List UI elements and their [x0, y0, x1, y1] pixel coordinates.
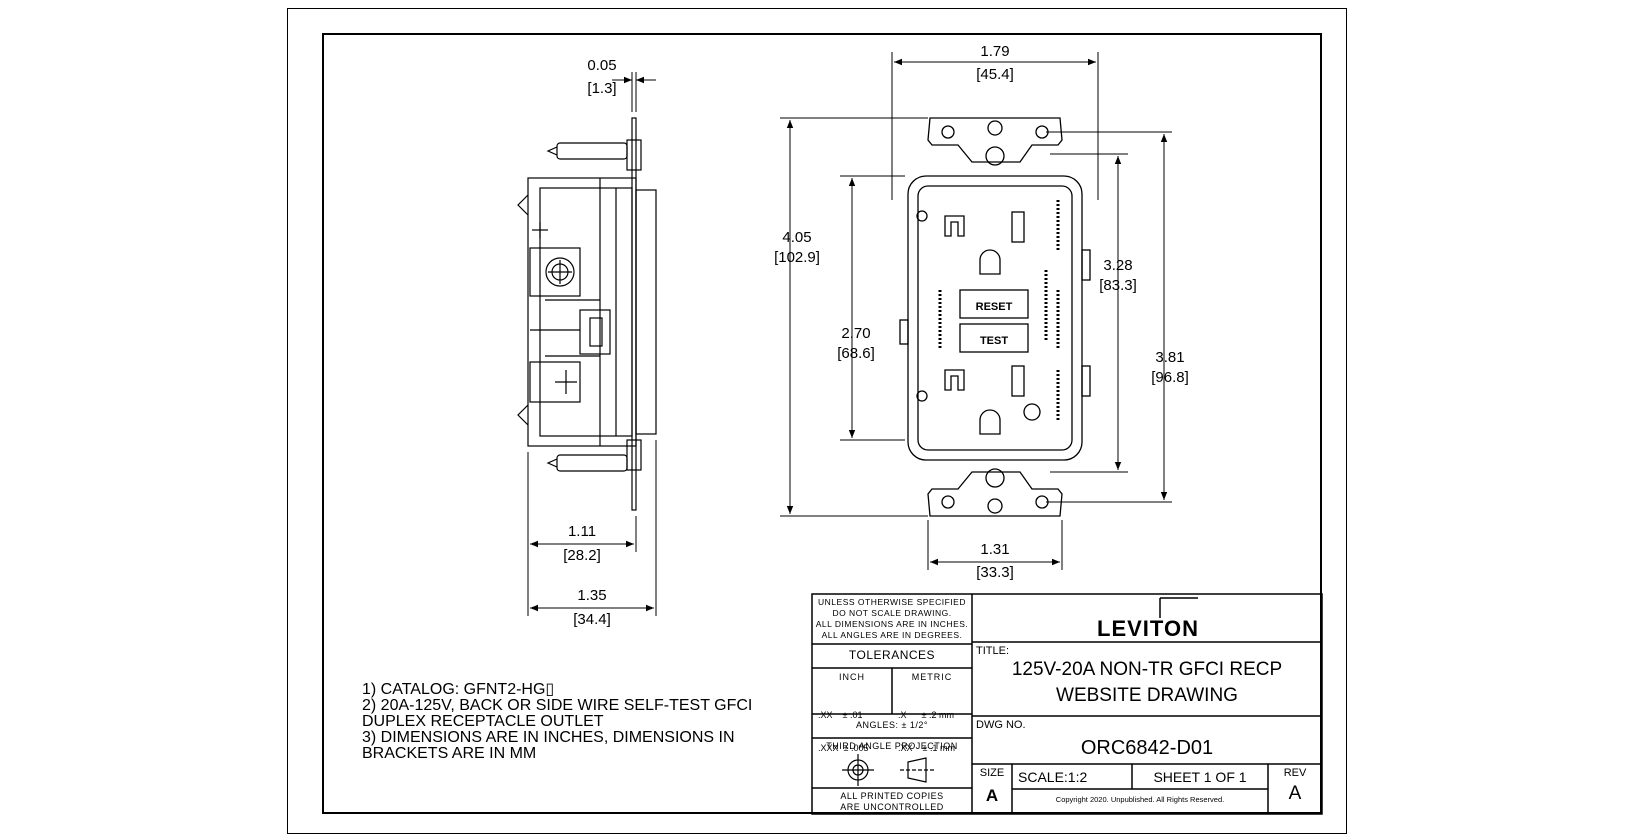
dim-1-35-mm: [34.4] [573, 611, 611, 628]
note-3-cont: BRACKETS ARE IN MM [362, 745, 537, 762]
third-angle-projection-icon [842, 754, 936, 786]
note-2: 2) 20A-125V, BACK OR SIDE WIRE SELF-TEST… [362, 697, 753, 714]
dim-4-05-mm: [102.9] [774, 249, 820, 266]
inch-tolerances: .XX ± .01 .XXX ± .005 [818, 688, 868, 765]
inch-heading: INCH [839, 672, 865, 682]
front-view [899, 117, 1091, 517]
dim-1-11-mm: [28.2] [563, 547, 601, 564]
disclaimer-block: UNLESS OTHERWISE SPECIFIED DO NOT SCALE … [812, 597, 972, 641]
dwg-number: ORC6842-D01 [1080, 737, 1214, 759]
rev-value: A [1288, 783, 1302, 804]
dim-1-79-mm: [45.4] [976, 66, 1014, 83]
title-line-1: 125V-20A NON-TR GFCI RECP [1011, 659, 1283, 680]
title-line-2: WEBSITE DRAWING [1056, 685, 1238, 706]
copyright-text: Copyright 2020. Unpublished. All Rights … [1055, 795, 1225, 804]
dim-2-70-in: 2.70 [841, 325, 870, 342]
disclaimer-line: ALL DIMENSIONS ARE IN INCHES. [815, 619, 969, 629]
dim-0-05-in: 0.05 [587, 57, 616, 74]
metric-tol-line: .X ± .2 mm [898, 710, 954, 720]
metric-tol-line: .XX ± .1 mm [898, 743, 955, 753]
note-2-cont: DUPLEX RECEPTACLE OUTLET [362, 713, 604, 730]
size-value: A [985, 786, 999, 805]
dim-3-81-in: 3.81 [1155, 349, 1184, 366]
title-label: TITLE: [976, 645, 1010, 657]
title-block-grid [811, 593, 1323, 815]
dim-0-05-mm: [1.3] [587, 80, 616, 97]
dim-3-28-in: 3.28 [1103, 257, 1132, 274]
front-view-button-labels: RESET TEST [976, 301, 1013, 347]
projection-label: THIRD ANGLE PROJECTION [826, 741, 958, 751]
note-1: 1) CATALOG: GFNT2-HG▯ [362, 681, 555, 698]
test-button-label: TEST [980, 335, 1008, 347]
dim-3-28-mm: [83.3] [1099, 277, 1137, 294]
disclaimer-line: UNLESS OTHERWISE SPECIFIED [818, 597, 966, 607]
sheet-field: SHEET 1 OF 1 [1153, 769, 1247, 785]
note-3: 3) DIMENSIONS ARE IN INCHES, DIMENSIONS … [362, 729, 735, 746]
reset-button-label: RESET [976, 301, 1013, 313]
angles-tolerance: ANGLES: ± 1/2° [855, 720, 929, 730]
dim-1-35-in: 1.35 [577, 587, 606, 604]
drawing-sheet [287, 8, 1347, 834]
side-view [517, 117, 657, 511]
dim-1-31-mm: [33.3] [976, 564, 1014, 581]
inch-tol-line: .XX ± .01 [818, 710, 863, 720]
scale-field: SCALE:1:2 [1018, 769, 1088, 785]
drawing-border [322, 33, 1322, 814]
metric-heading: METRIC [911, 672, 953, 682]
dim-2-70-mm: [68.6] [837, 345, 875, 362]
rev-label: REV [1283, 767, 1307, 779]
dwg-label: DWG NO. [976, 719, 1026, 731]
copies-line: ARE UNCONTROLLED [840, 802, 944, 812]
dim-4-05-in: 4.05 [782, 229, 811, 246]
size-label: SIZE [979, 767, 1005, 779]
dim-1-31-in: 1.31 [980, 541, 1009, 558]
leviton-logo: LEVITON [1097, 597, 1199, 641]
dim-3-81-mm: [96.8] [1151, 369, 1189, 386]
copies-line: ALL PRINTED COPIES [840, 791, 944, 801]
dim-1-79-in: 1.79 [980, 43, 1009, 60]
disclaimer-line: ALL ANGLES ARE IN DEGREES. [821, 630, 963, 640]
disclaimer-line: DO NOT SCALE DRAWING. [832, 608, 952, 618]
tolerances-heading: TOLERANCES [848, 648, 936, 662]
metric-tolerances: .X ± .2 mm .XX ± .1 mm [898, 688, 955, 765]
copies-notice: ALL PRINTED COPIES ARE UNCONTROLLED [812, 791, 972, 813]
front-dimension-lines [780, 52, 1172, 570]
dim-1-11-in: 1.11 [568, 523, 596, 540]
side-dimension-lines [527, 72, 657, 616]
dimension-labels: 0.05 [1.3] 1.11 [28.2] 1.35 [34.4] 1.79 … [563, 43, 1189, 628]
brand-text: LEVITON [1097, 616, 1199, 641]
inch-tol-line: .XXX ± .005 [818, 743, 869, 753]
